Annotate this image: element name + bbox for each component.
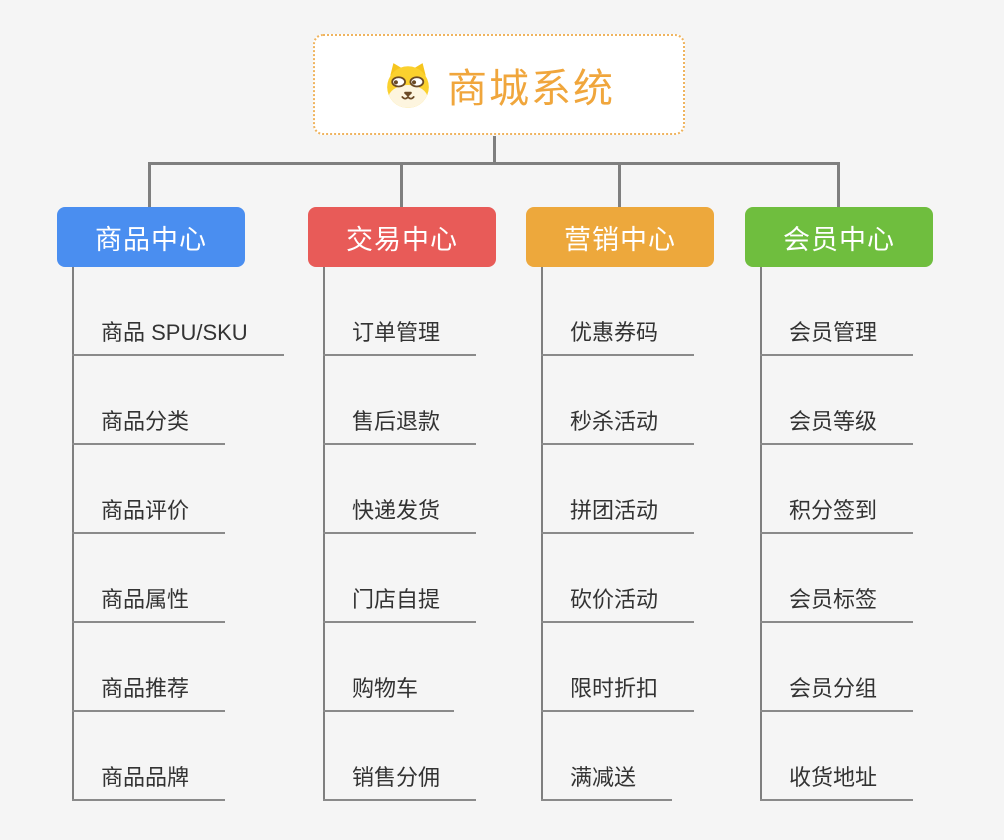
- branch-label: 会员中心: [783, 224, 895, 255]
- topic-item[interactable]: 商品评价: [72, 497, 226, 534]
- root-title: 商城系统: [447, 66, 615, 111]
- branch-label: 交易中心: [346, 224, 458, 255]
- topic-item[interactable]: 砍价活动: [541, 586, 695, 623]
- connector-horizontal-bar: [148, 162, 840, 165]
- connector-root-stem: [493, 136, 496, 164]
- topic-item[interactable]: 商品 SPU/SKU: [72, 319, 284, 356]
- topic-item[interactable]: 拼团活动: [541, 497, 695, 534]
- topic-item[interactable]: 满减送: [541, 764, 673, 801]
- connector-drop-member: [837, 162, 840, 208]
- topic-item[interactable]: 秒杀活动: [541, 408, 695, 445]
- topic-item[interactable]: 商品分类: [72, 408, 226, 445]
- topic-item[interactable]: 购物车: [323, 675, 455, 712]
- branch-label: 营销中心: [564, 224, 676, 255]
- branch-spine: [72, 267, 74, 801]
- branch-node-trade-center[interactable]: 交易中心: [308, 207, 496, 267]
- topic-item[interactable]: 积分签到: [760, 497, 914, 534]
- topic-item[interactable]: 商品属性: [72, 586, 226, 623]
- topic-item[interactable]: 会员管理: [760, 319, 914, 356]
- branch-trade-center: 交易中心 订单管理 售后退款 快递发货 门店自提 购物车 销售分佣: [308, 207, 496, 807]
- branch-node-member-center[interactable]: 会员中心: [745, 207, 933, 267]
- topic-item[interactable]: 销售分佣: [323, 764, 477, 801]
- branch-node-marketing-center[interactable]: 营销中心: [526, 207, 714, 267]
- root-node[interactable]: 商城系统: [313, 34, 685, 135]
- topic-item[interactable]: 收货地址: [760, 764, 914, 801]
- topic-item[interactable]: 商品推荐: [72, 675, 226, 712]
- connector-drop-trade: [400, 162, 403, 208]
- branch-member-center: 会员中心 会员管理 会员等级 积分签到 会员标签 会员分组 收货地址: [745, 207, 933, 807]
- branch-node-product-center[interactable]: 商品中心: [57, 207, 245, 267]
- topic-item[interactable]: 会员分组: [760, 675, 914, 712]
- topic-item[interactable]: 优惠券码: [541, 319, 695, 356]
- topic-item[interactable]: 会员等级: [760, 408, 914, 445]
- branch-spine: [760, 267, 762, 801]
- topic-item[interactable]: 门店自提: [323, 586, 477, 623]
- dog-face-icon: [383, 61, 433, 109]
- topic-item[interactable]: 售后退款: [323, 408, 477, 445]
- connector-drop-product: [148, 162, 151, 208]
- branch-spine: [323, 267, 325, 801]
- branch-marketing-center: 营销中心 优惠券码 秒杀活动 拼团活动 砍价活动 限时折扣 满减送: [526, 207, 714, 807]
- connector-drop-marketing: [618, 162, 621, 208]
- branch-product-center: 商品中心 商品 SPU/SKU 商品分类 商品评价 商品属性 商品推荐 商品品牌: [57, 207, 284, 807]
- branch-spine: [541, 267, 543, 801]
- topic-item[interactable]: 订单管理: [323, 319, 477, 356]
- topic-item[interactable]: 商品品牌: [72, 764, 226, 801]
- branch-label: 商品中心: [95, 224, 207, 255]
- topic-item[interactable]: 会员标签: [760, 586, 914, 623]
- topic-item[interactable]: 快递发货: [323, 497, 477, 534]
- topic-item[interactable]: 限时折扣: [541, 675, 695, 712]
